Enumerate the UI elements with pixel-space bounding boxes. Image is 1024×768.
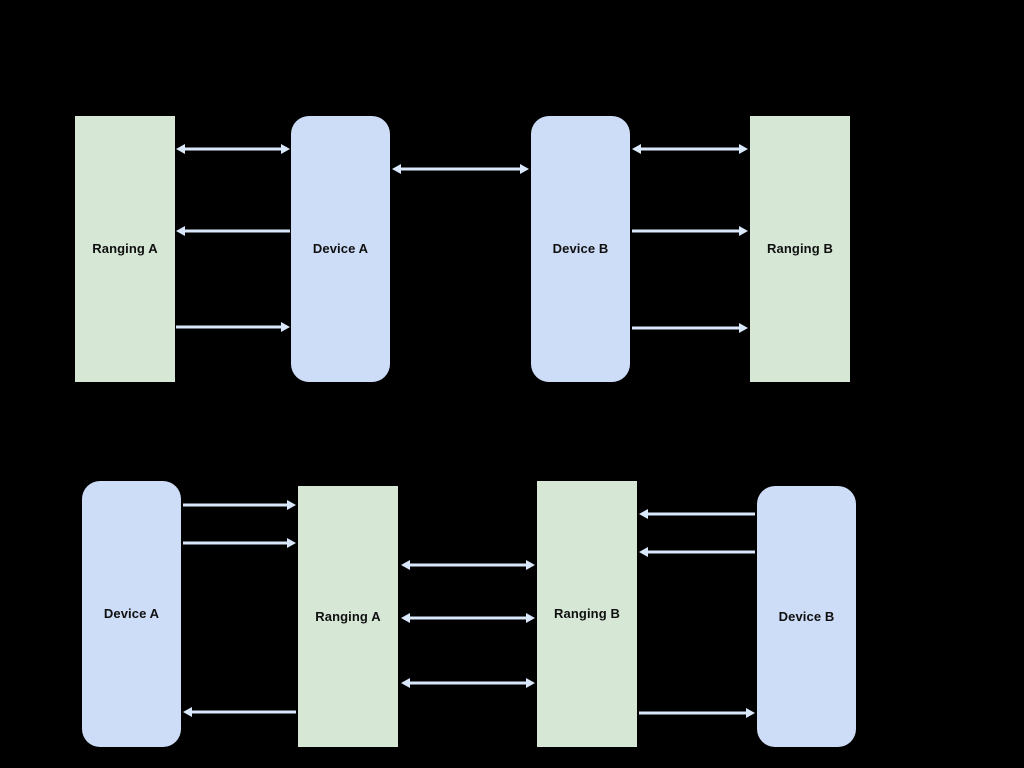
arrow-shaft (183, 229, 290, 233)
arrowhead-left-icon (632, 144, 641, 154)
arrowhead-right-icon (526, 678, 535, 688)
node-top-ranging-b[interactable]: Ranging B (750, 116, 850, 382)
arrow-shaft (183, 147, 283, 151)
arrowhead-right-icon (520, 164, 529, 174)
node-bot-device-b[interactable]: Device B (757, 486, 856, 747)
arrowhead-right-icon (287, 500, 296, 510)
arrowhead-left-icon (401, 560, 410, 570)
arrow-shaft (408, 616, 528, 620)
arrowhead-right-icon (526, 613, 535, 623)
node-label: Ranging B (554, 606, 620, 622)
arrowhead-right-icon (746, 708, 755, 718)
arrowhead-right-icon (287, 538, 296, 548)
arrowhead-right-icon (739, 323, 748, 333)
arrow-shaft (646, 512, 755, 516)
arrowhead-right-icon (281, 322, 290, 332)
arrow-shaft (176, 325, 283, 329)
arrowhead-left-icon (176, 144, 185, 154)
arrow-shaft (399, 167, 522, 171)
arrowhead-left-icon (183, 707, 192, 717)
arrow-shaft (632, 326, 741, 330)
arrowhead-left-icon (176, 226, 185, 236)
arrow-shaft (190, 710, 296, 714)
arrowhead-left-icon (639, 547, 648, 557)
arrowhead-left-icon (392, 164, 401, 174)
node-top-device-b[interactable]: Device B (531, 116, 630, 382)
arrow-shaft (646, 550, 755, 554)
arrowhead-left-icon (401, 613, 410, 623)
node-bot-device-a[interactable]: Device A (82, 481, 181, 747)
node-label: Ranging A (92, 241, 158, 257)
arrow-shaft (632, 229, 741, 233)
arrow-shaft (408, 681, 528, 685)
node-bot-ranging-a[interactable]: Ranging A (298, 486, 398, 747)
arrowhead-left-icon (401, 678, 410, 688)
arrow-shaft (639, 711, 748, 715)
arrow-shaft (183, 503, 289, 507)
node-label: Ranging B (767, 241, 833, 257)
node-bot-ranging-b[interactable]: Ranging B (537, 481, 637, 747)
arrowhead-right-icon (739, 144, 748, 154)
node-label: Ranging A (315, 608, 381, 624)
arrow-shaft (408, 563, 528, 567)
node-top-device-a[interactable]: Device A (291, 116, 390, 382)
node-label: Device B (778, 608, 835, 624)
node-label: Device B (552, 241, 609, 257)
arrow-shaft (183, 541, 289, 545)
node-label: Device A (103, 606, 160, 622)
arrowhead-right-icon (281, 144, 290, 154)
arrowhead-right-icon (526, 560, 535, 570)
arrowhead-left-icon (639, 509, 648, 519)
node-label: Device A (312, 241, 369, 257)
arrowhead-right-icon (739, 226, 748, 236)
node-top-ranging-a[interactable]: Ranging A (75, 116, 175, 382)
arrow-shaft (639, 147, 741, 151)
